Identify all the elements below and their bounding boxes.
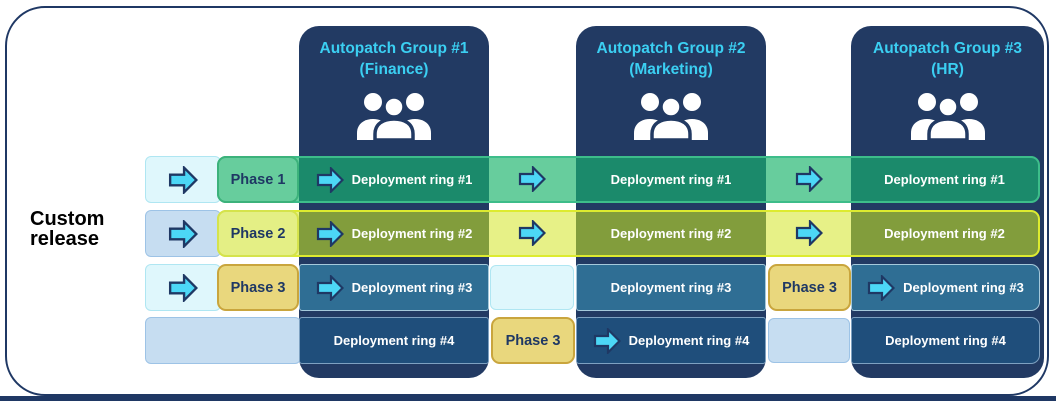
gap-flow-arrow — [795, 166, 823, 197]
phase-box: Phase 3 — [768, 264, 851, 311]
group-subtitle: (HR) — [931, 61, 964, 78]
group-title: Autopatch Group #1 — [319, 40, 469, 57]
diagram-bottom-bar — [0, 396, 1056, 401]
ring-label: Deployment ring #2 — [610, 226, 732, 241]
diagram-outer-frame — [5, 6, 1049, 396]
ring-segment: Deployment ring #3 — [576, 264, 766, 311]
right-block-arrow-icon — [316, 166, 344, 193]
group-title-block: Autopatch Group #1 (Finance) — [299, 38, 489, 80]
release-lead-bar — [145, 317, 301, 364]
phase-row-4: Deployment ring #4 Deployment ring #4 Depl… — [0, 317, 1056, 364]
people-group-icon — [576, 92, 766, 140]
ring-segment: Deployment ring #1 — [851, 158, 1038, 201]
ring-label: Deployment ring #1 — [884, 172, 1005, 187]
ring-segment: Deployment ring #2 — [576, 212, 766, 255]
phase-box: Phase 3 — [217, 264, 299, 311]
gap-flow-arrow — [518, 166, 546, 197]
ring-label: Deployment ring #3 — [610, 280, 732, 295]
group-title: Autopatch Group #2 — [596, 40, 746, 57]
phase-row-1: Deployment ring #1 Deployment ring #1 Depl… — [0, 156, 1056, 203]
people-group-icon — [299, 92, 489, 140]
ring-label: Deployment ring #4 — [885, 333, 1006, 348]
ring-segment: Deployment ring #1 — [299, 158, 489, 201]
gap-filler — [768, 318, 850, 363]
right-block-arrow-icon — [518, 166, 546, 192]
phase-label: Phase 3 — [505, 332, 561, 349]
group-subtitle: (Finance) — [359, 61, 429, 78]
ring-label: Deployment ring #4 — [333, 333, 455, 348]
custom-release-line2: release — [30, 228, 99, 250]
ring-segment: Deployment ring #4 — [851, 317, 1040, 364]
ring-segment: Deployment ring #3 — [851, 264, 1040, 311]
right-block-arrow-icon — [795, 220, 823, 246]
ring-segment: Deployment ring #4 — [299, 317, 489, 364]
phase-label: Phase 1 — [230, 171, 286, 188]
ring-label: Deployment ring #1 — [351, 172, 473, 187]
gap-flow-arrow — [795, 220, 823, 251]
phase-label: Phase 3 — [230, 279, 286, 296]
group-title-block: Autopatch Group #2 (Marketing) — [576, 38, 766, 80]
gap-filler — [490, 265, 574, 310]
right-block-arrow-icon — [168, 273, 198, 302]
phase-box: Phase 3 — [491, 317, 575, 364]
ring-segment: Deployment ring #4 — [576, 317, 766, 364]
custom-release-line1: Custom — [30, 208, 105, 230]
custom-release-label: Custom release — [30, 209, 160, 249]
right-block-arrow-icon — [795, 166, 823, 192]
right-block-arrow-icon — [168, 219, 198, 248]
right-block-arrow-icon — [168, 165, 198, 194]
right-block-arrow-icon — [316, 220, 344, 247]
ring-label: Deployment ring #4 — [628, 333, 750, 348]
group-title-block: Autopatch Group #3 (HR) — [851, 38, 1044, 80]
release-lead-bar — [145, 264, 221, 311]
right-block-arrow-icon — [593, 327, 621, 354]
ring-label: Deployment ring #1 — [610, 172, 732, 187]
gap-flow-arrow — [518, 220, 546, 251]
phase-row-3: Deployment ring #3 Deployment ring #3 Depl… — [0, 264, 1056, 311]
ring-label: Deployment ring #3 — [351, 280, 473, 295]
phase-label: Phase 2 — [230, 225, 286, 242]
phase-box: Phase 2 — [217, 210, 299, 257]
ring-segment: Deployment ring #3 — [299, 264, 489, 311]
phase-box: Phase 1 — [217, 156, 299, 203]
ring-label: Deployment ring #2 — [884, 226, 1005, 241]
release-lead-bar — [145, 210, 221, 257]
release-lead-bar — [145, 156, 221, 203]
phase-row-2: Deployment ring #2 Deployment ring #2 Depl… — [0, 210, 1056, 257]
phase-label: Phase 3 — [782, 279, 837, 296]
ring-label: Deployment ring #3 — [903, 280, 1024, 295]
right-block-arrow-icon — [867, 274, 896, 301]
ring-label: Deployment ring #2 — [351, 226, 473, 241]
ring-segment: Deployment ring #1 — [576, 158, 766, 201]
ring-segment: Deployment ring #2 — [851, 212, 1038, 255]
ring-segment: Deployment ring #2 — [299, 212, 489, 255]
group-title: Autopatch Group #3 — [873, 40, 1022, 57]
right-block-arrow-icon — [518, 220, 546, 246]
group-subtitle: (Marketing) — [629, 61, 713, 78]
people-group-icon — [851, 92, 1044, 140]
right-block-arrow-icon — [316, 274, 344, 301]
